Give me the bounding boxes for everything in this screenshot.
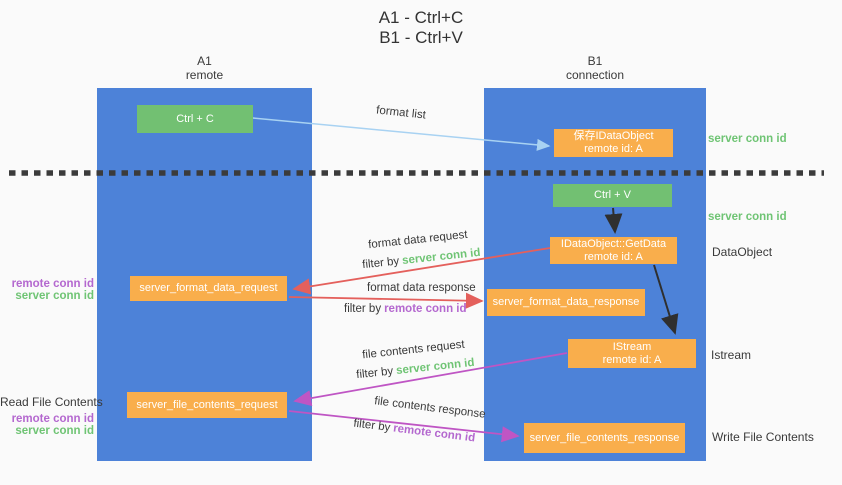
node-server-format-data-response: server_format_data_response xyxy=(487,289,645,316)
filter-by-prefix-4: filter by xyxy=(352,417,391,435)
lane-header-a1: A1 remote xyxy=(97,54,312,82)
lane-b1-title: B1 xyxy=(587,54,603,68)
title-line-a1: A1 - Ctrl+C xyxy=(378,8,464,27)
node-ctrl-c: Ctrl + C xyxy=(137,105,253,133)
annotation-dataobject: DataObject xyxy=(712,245,773,259)
annotation-istream: Istream xyxy=(711,348,752,362)
arrow-format-data-response xyxy=(288,292,484,309)
annotation-read-file-contents: Read File Contents xyxy=(0,395,103,409)
node-file-request-label: server_file_contents_request xyxy=(136,398,278,411)
node-format-request-label: server_format_data_request xyxy=(139,282,278,294)
node-server-format-data-request: server_format_data_request xyxy=(130,276,287,301)
annotation-remote-conn-id-bottom: remote conn id xyxy=(11,413,94,425)
node-istream: IStream remote id: A xyxy=(568,339,696,368)
label-format-list: format list xyxy=(375,104,427,122)
node-getdata-title: IDataObject::GetData xyxy=(560,237,667,250)
lane-a1-title: A1 xyxy=(197,54,212,68)
node-istream-title: IStream xyxy=(612,340,652,353)
filter-by-prefix-1: filter by xyxy=(361,255,400,272)
node-server-file-contents-response: server_file_contents_response xyxy=(524,423,685,453)
node-getdata-remote-id: remote id: A xyxy=(584,250,643,263)
label-format-data-request: format data request xyxy=(367,228,469,252)
node-save-idataobject-title: 保存IDataObject xyxy=(573,130,654,142)
title-line-b1: B1 - Ctrl+V xyxy=(379,28,463,47)
filter-by-prefix-2: filter by xyxy=(344,303,382,315)
annotation-remote-conn-id-top: remote conn id xyxy=(11,278,94,290)
node-save-idataobject: 保存IDataObject remote id: A xyxy=(554,129,673,157)
node-server-file-contents-request: server_file_contents_request xyxy=(127,392,287,418)
annotation-server-conn-id-top: server conn id xyxy=(708,133,787,145)
node-idataobject-getdata: IDataObject::GetData remote id: A xyxy=(550,237,677,264)
filter-by-prefix-3: filter by xyxy=(355,365,394,382)
filter-by-value-2: remote conn id xyxy=(384,303,467,315)
lane-a1-subtitle: remote xyxy=(185,68,224,82)
annotation-server-conn-id-left-bottom: server conn id xyxy=(15,425,94,437)
node-ctrl-v: Ctrl + V xyxy=(553,184,672,207)
annotation-server-conn-id-left-top: server conn id xyxy=(15,290,94,302)
label-format-data-response: format data response xyxy=(367,282,476,294)
node-ctrl-c-label: Ctrl + C xyxy=(176,112,214,125)
label-file-contents-response: file contents response xyxy=(373,395,487,421)
annotation-server-conn-id-mid: server conn id xyxy=(708,211,787,223)
page-title: A1 - Ctrl+C B1 - Ctrl+V xyxy=(0,8,842,48)
lane-header-b1: B1 connection xyxy=(484,54,706,82)
annotation-write-file-contents: Write File Contents xyxy=(712,430,814,444)
filter-by-value-1: server conn id xyxy=(401,246,482,267)
label-file-contents-request: file contents request xyxy=(361,338,466,362)
node-save-idataobject-remote-id: remote id: A xyxy=(584,143,643,155)
node-file-response-label: server_file_contents_response xyxy=(529,431,680,444)
lane-b1-subtitle: connection xyxy=(565,68,625,82)
filter-by-value-3: server conn id xyxy=(395,356,476,377)
node-ctrl-v-label: Ctrl + V xyxy=(594,189,631,201)
filter-by-value-4: remote conn id xyxy=(392,422,476,445)
node-istream-remote-id: remote id: A xyxy=(602,353,662,366)
node-format-response-label: server_format_data_response xyxy=(492,296,640,308)
